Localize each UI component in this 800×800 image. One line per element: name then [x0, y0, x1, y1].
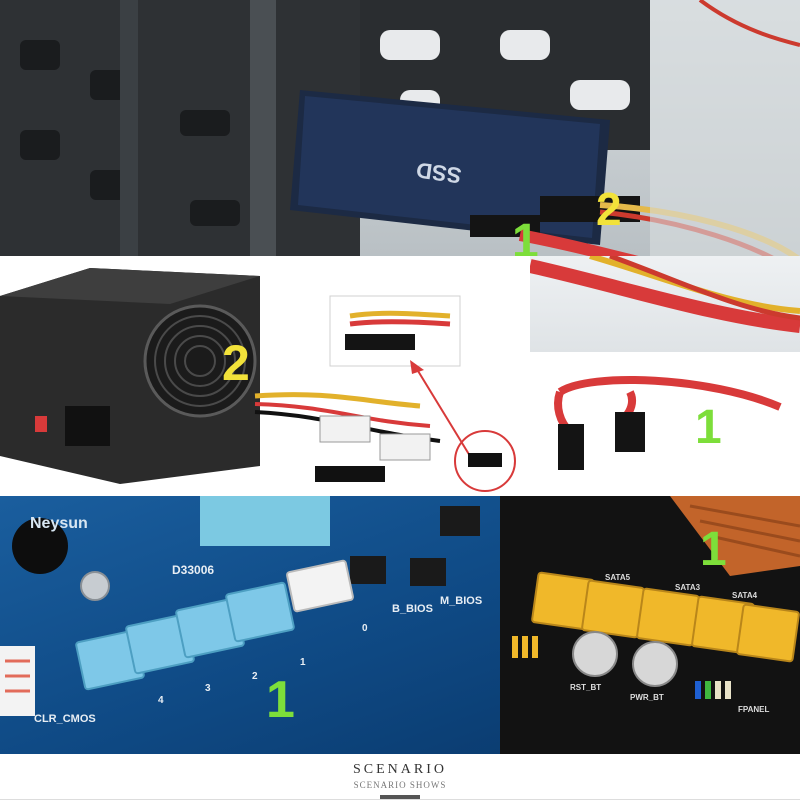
ssd-label: SSD	[415, 157, 463, 188]
port-number-1: 1	[300, 657, 306, 668]
cable-closeup-illustration	[530, 256, 800, 333]
port-number-0: 0	[362, 623, 368, 634]
step-number-1-board: 1	[266, 671, 295, 729]
step-number-2: 2	[596, 183, 622, 235]
caption-subtitle: SCENARIO SHOWS	[353, 780, 447, 790]
port-number-2: 2	[252, 671, 258, 682]
step-number-1-dark: 1	[700, 523, 727, 576]
b-bios-label: B_BIOS	[392, 603, 433, 615]
sata3-label: SATA3	[675, 583, 701, 592]
sata5-label: SATA5	[605, 573, 631, 582]
sata4-label: SATA4	[732, 591, 758, 600]
port-number-3: 3	[205, 683, 211, 694]
caption-underline	[380, 795, 420, 800]
m-bios-label: M_BIOS	[440, 595, 483, 607]
clr-cmos-label: CLR_CMOS	[34, 713, 96, 725]
pwr-button-label: PWR_BT	[630, 693, 664, 702]
scenario-caption: SCENARIO SCENARIO SHOWS	[0, 754, 800, 800]
step-number-1: 1	[512, 215, 539, 257]
cable-closeup-photo	[530, 256, 800, 352]
dark-motherboard-illustration	[512, 496, 800, 699]
step-number-2-psu: 2	[222, 335, 250, 391]
step-number-1-cable: 1	[695, 401, 722, 454]
psu-photo: 2	[0, 256, 530, 496]
blue-motherboard-photo: Neysun D33006 B_BIOS M_BIOS CLR_CMOS 4 3…	[0, 496, 500, 754]
sata-cable-photo: 1	[530, 352, 800, 496]
rst-button-label: RST_BT	[570, 683, 602, 692]
fpanel-label: FPANEL	[738, 705, 770, 714]
caption-title: SCENARIO	[352, 762, 447, 777]
drive-bay-photo: SSD 1 2	[0, 0, 800, 256]
blue-motherboard-illustration	[0, 496, 480, 716]
port-number-4: 4	[158, 695, 164, 706]
drive-bay-illustration: SSD	[0, 0, 800, 256]
psu-illustration	[0, 268, 516, 492]
dark-motherboard-photo: SATA5 SATA3 SATA4 RST_BT PWR_BT FPANEL 1	[500, 496, 800, 754]
sata-cable-illustration	[554, 376, 782, 470]
board-model: D33006	[172, 563, 215, 577]
board-brand: Neysun	[30, 515, 88, 532]
